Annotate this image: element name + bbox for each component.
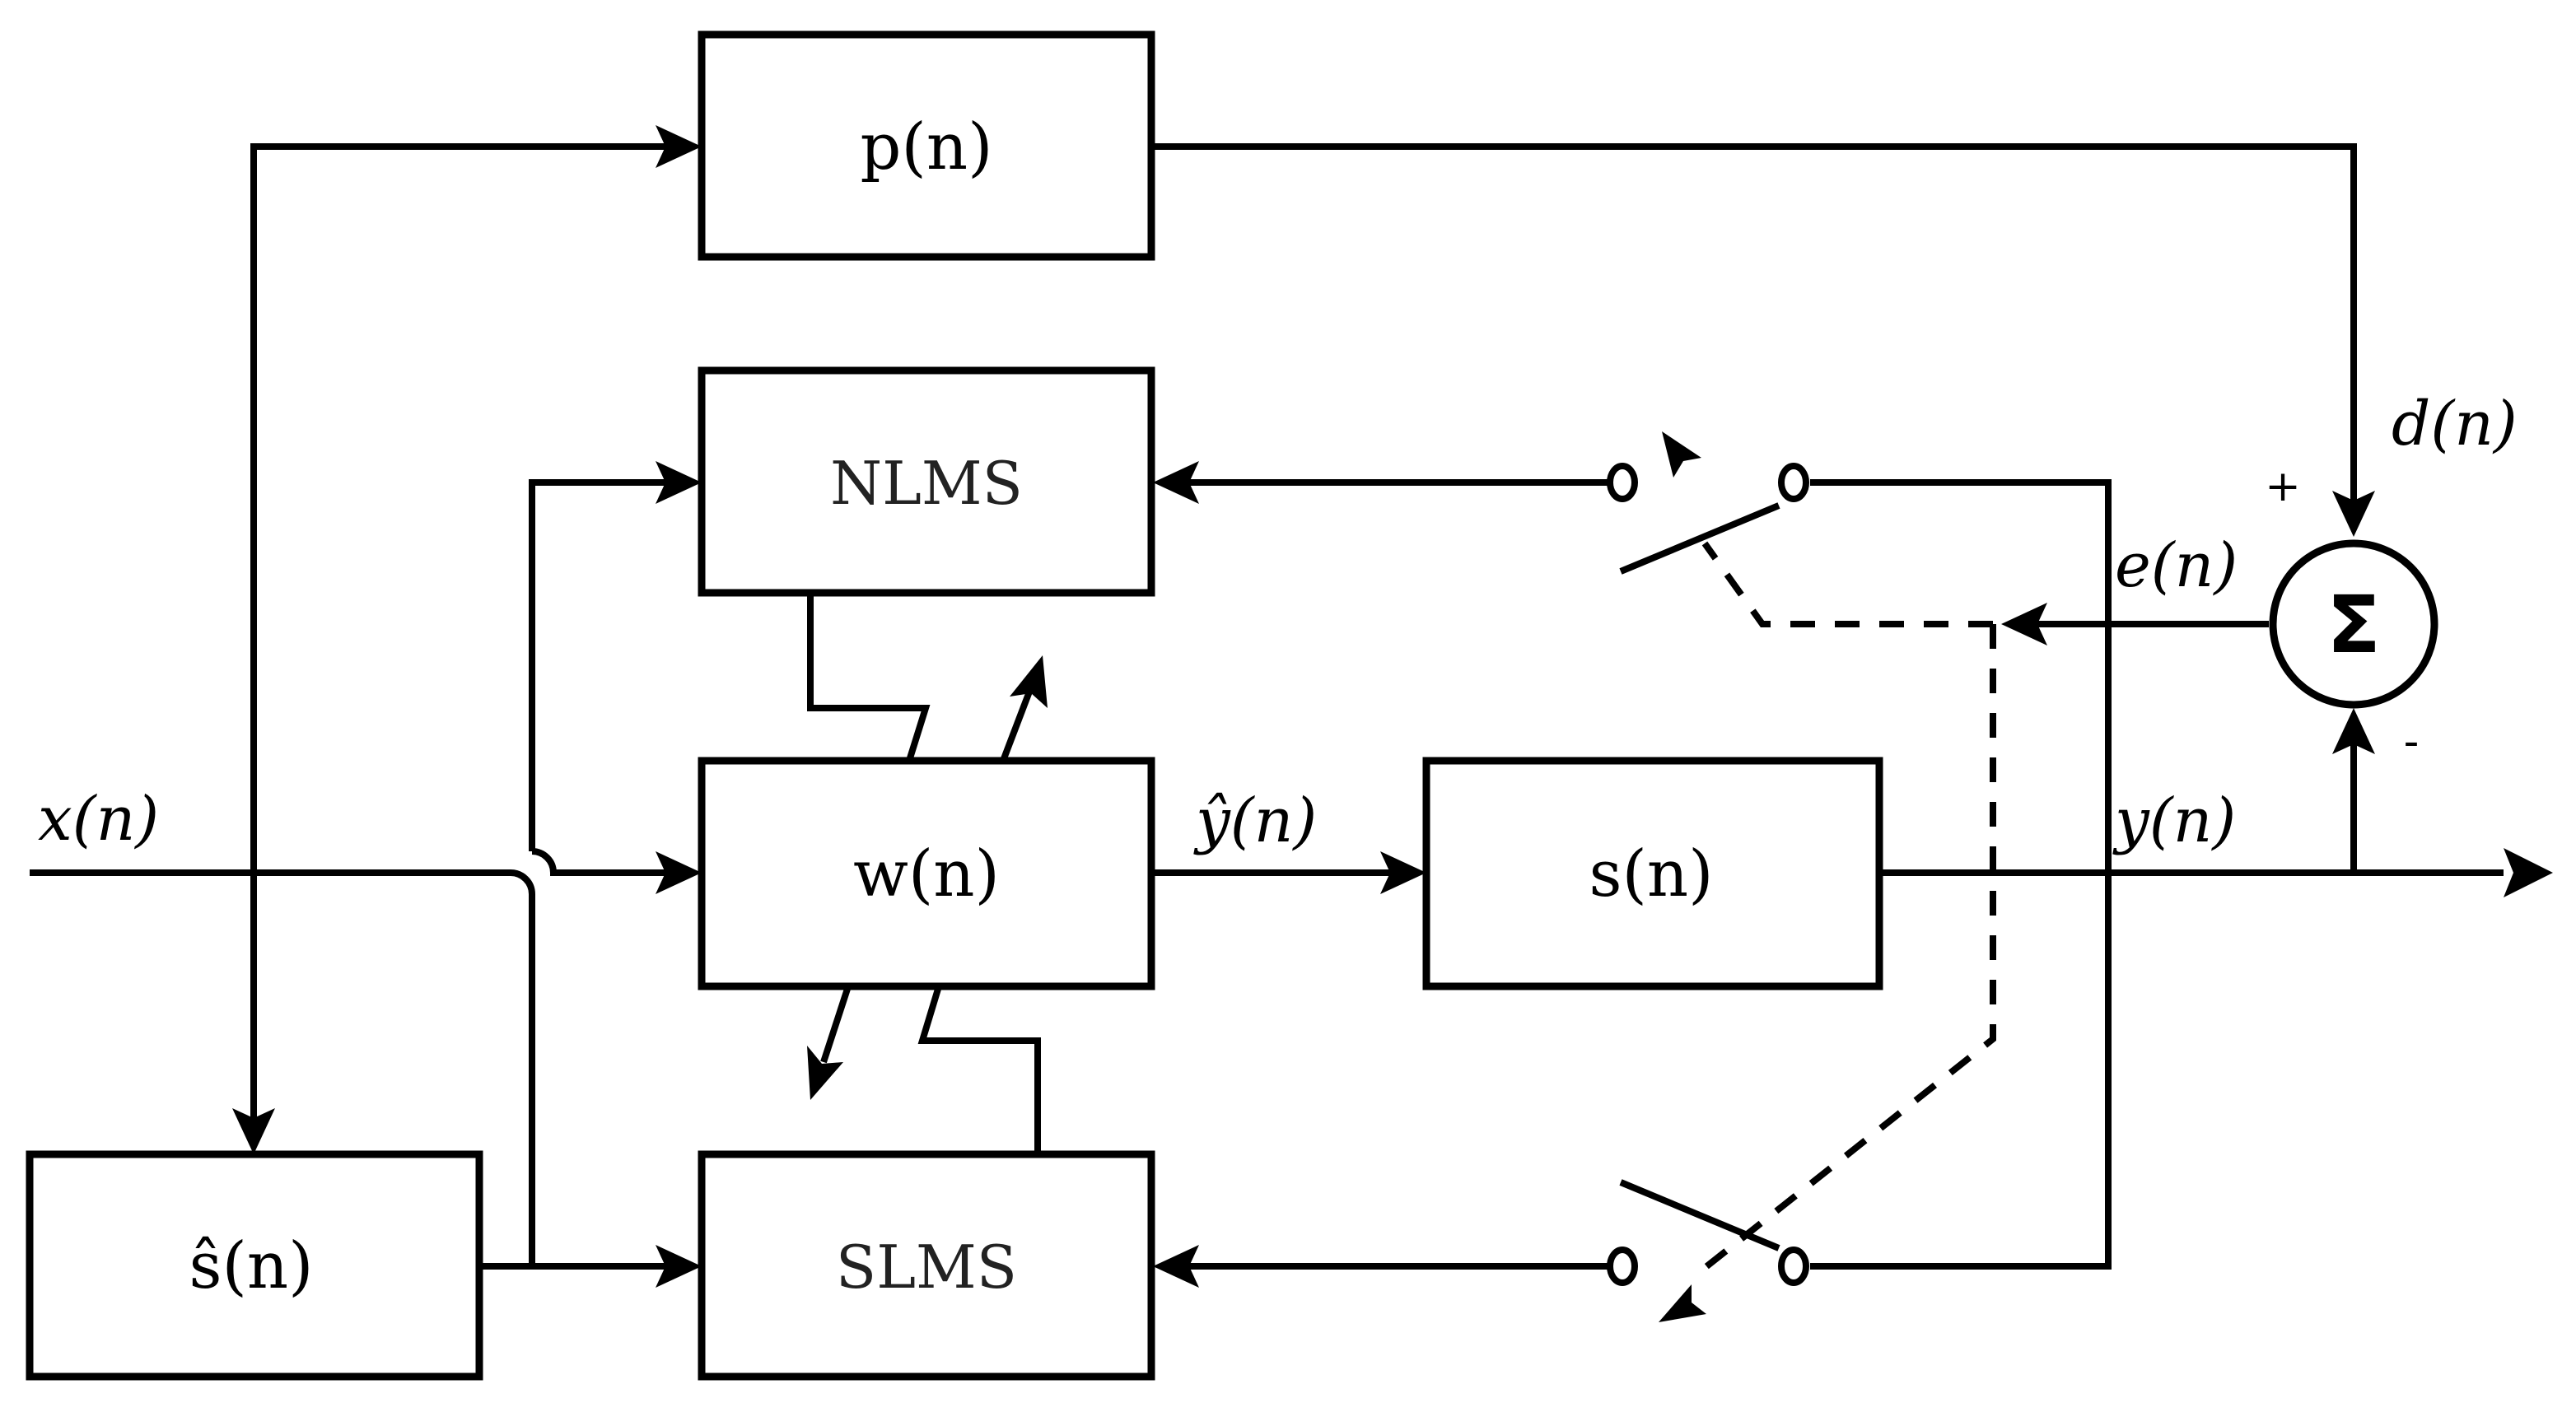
block-s-hat-label: ŝ(n) <box>189 1229 313 1303</box>
nlms-switch-left-terminal <box>1607 463 1638 502</box>
arrow-switch-upper <box>1662 431 1701 478</box>
signal-e-label: e(n) <box>2115 530 2238 601</box>
block-nlms: NLMS <box>698 366 1155 597</box>
arrow-into-nlms-right <box>1153 461 1199 504</box>
switch-control-dashed-lower <box>1702 624 1996 1271</box>
arrow-output-y <box>2504 848 2553 897</box>
summing-junction: Σ + - <box>2265 462 2438 767</box>
arrow-into-slms-left <box>656 1245 702 1288</box>
minus-sign: - <box>2404 717 2420 767</box>
arrow-into-slms-right <box>1153 1245 1199 1288</box>
p-to-sum-line <box>1151 143 2357 510</box>
arrow-adapt-down <box>807 1046 843 1100</box>
x-input-line <box>30 869 535 911</box>
adapt-arrow-up-line <box>1000 690 1033 762</box>
signal-y-label: y(n) <box>2112 785 2236 856</box>
slms-to-w-connector <box>917 985 1041 1153</box>
arrow-switch-lower <box>1659 1284 1706 1322</box>
nlms-feed-line <box>529 479 675 851</box>
arrow-e-to-bus <box>2001 603 2047 645</box>
arrow-into-sum-top <box>2332 491 2375 537</box>
sigma-symbol: Σ <box>2326 579 2381 671</box>
switch-bus <box>1810 479 2112 1270</box>
x-to-p-line <box>250 143 675 873</box>
slms-switch-right-terminal <box>1778 1247 1809 1286</box>
arrow-into-sum-bottom <box>2332 708 2375 754</box>
block-s-label: s(n) <box>1589 837 1713 911</box>
arrow-into-nlms-left <box>656 461 702 504</box>
nlms-to-w-connector <box>807 593 931 762</box>
arrow-into-w <box>656 851 702 894</box>
block-w-label: w(n) <box>853 837 1000 911</box>
adapt-arrow-down-line <box>820 985 852 1064</box>
arrow-adapt-up <box>1010 655 1048 708</box>
connections <box>30 143 2504 1271</box>
signal-y-hat-label: ŷ(n) <box>1193 785 1317 856</box>
block-s-hat: ŝ(n) <box>26 1150 483 1381</box>
slms-switch-blade <box>1619 1179 1780 1251</box>
arrow-into-shat <box>232 1108 275 1154</box>
arrow-into-p <box>656 125 702 168</box>
signal-d-label: d(n) <box>2392 389 2518 459</box>
block-slms: SLMS <box>698 1150 1155 1381</box>
block-p: p(n) <box>698 30 1155 261</box>
block-w: w(n) <box>698 757 1155 990</box>
block-s: s(n) <box>1422 757 1883 990</box>
block-p-label: p(n) <box>860 110 992 184</box>
signal-labels: x(n) ŷ(n) y(n) d(n) e(n) <box>38 389 2518 856</box>
switch-control-dashed-upper <box>1701 541 1993 627</box>
slms-switch-left-terminal <box>1607 1247 1638 1286</box>
x-to-w-line <box>531 848 675 876</box>
block-nlms-label: NLMS <box>830 449 1023 518</box>
switch-terminals <box>1607 463 1809 1286</box>
block-slms-label: SLMS <box>836 1233 1017 1302</box>
signal-x-label: x(n) <box>38 784 159 855</box>
arrow-into-s <box>1380 851 1426 894</box>
nlms-switch-blade <box>1619 502 1780 575</box>
arrow-heads <box>232 125 2553 1322</box>
nlms-switch-right-terminal <box>1778 463 1809 502</box>
plus-sign: + <box>2265 462 2301 511</box>
